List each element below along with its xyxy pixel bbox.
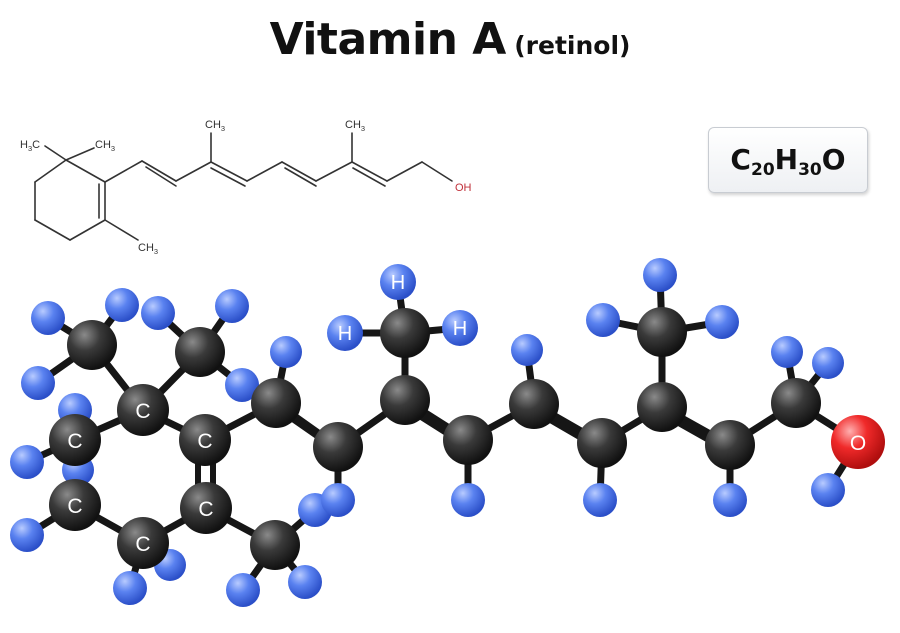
skeletal-ch3-label: CH3 bbox=[138, 242, 158, 256]
molecular-formula-box: C20H30O bbox=[708, 127, 868, 193]
labeled-hydrogen-atoms: H H H bbox=[327, 264, 478, 351]
carbon-atom bbox=[179, 414, 231, 466]
hydrogen-atom bbox=[105, 288, 139, 322]
skeletal-ch3-label: CH3 bbox=[345, 119, 365, 133]
hydrogen-atom bbox=[21, 366, 55, 400]
skeletal-h3c-label: H3C bbox=[20, 139, 40, 153]
hydrogen-atom bbox=[215, 289, 249, 323]
formula-c-count: 20 bbox=[750, 160, 775, 180]
carbon-atom bbox=[509, 379, 559, 429]
hydrogen-atom bbox=[643, 258, 677, 292]
carbon-atom bbox=[313, 422, 363, 472]
title-main: Vitamin A bbox=[269, 14, 507, 65]
carbon-label: C bbox=[67, 495, 82, 518]
carbon-atom bbox=[577, 418, 627, 468]
hydrogen-atom bbox=[586, 303, 620, 337]
carbon-atom bbox=[49, 414, 101, 466]
formula-o: O bbox=[821, 143, 846, 176]
carbon-atom bbox=[637, 307, 687, 357]
skeletal-ch3-label: CH3 bbox=[95, 139, 115, 153]
hydrogen-atom bbox=[511, 334, 543, 366]
hydrogen-atom bbox=[380, 264, 416, 300]
hydrogen-atoms bbox=[10, 258, 845, 607]
hydrogen-atom bbox=[811, 473, 845, 507]
carbon-label: C bbox=[198, 498, 213, 521]
carbon-label: C bbox=[135, 533, 150, 556]
carbon-label: C bbox=[135, 400, 150, 423]
carbon-atom bbox=[380, 375, 430, 425]
hydrogen-atom bbox=[225, 368, 259, 402]
formula-h: H bbox=[774, 143, 799, 176]
skeletal-oh-label: OH bbox=[455, 182, 472, 194]
carbon-label: C bbox=[197, 430, 212, 453]
formula-c: C bbox=[730, 143, 751, 176]
hydrogen-atom bbox=[705, 305, 739, 339]
carbon-atom bbox=[180, 482, 232, 534]
page-title: Vitamin A (retinol) bbox=[0, 14, 900, 65]
carbon-atom bbox=[380, 308, 430, 358]
carbon-atom bbox=[251, 378, 301, 428]
hydrogen-atom bbox=[270, 336, 302, 368]
oxygen-atoms: O bbox=[831, 415, 885, 469]
hydrogen-atom bbox=[812, 347, 844, 379]
hydrogen-atom bbox=[771, 336, 803, 368]
hydrogen-atom bbox=[583, 483, 617, 517]
hydrogen-atom bbox=[327, 315, 363, 351]
carbon-atom bbox=[175, 327, 225, 377]
carbon-atom bbox=[443, 415, 493, 465]
carbon-atom bbox=[117, 384, 169, 436]
molecular-formula: C20H30O bbox=[730, 143, 846, 180]
hydrogen-atom bbox=[226, 573, 260, 607]
oxygen-label: O bbox=[850, 432, 866, 455]
carbon-atoms: C C C C C C bbox=[49, 307, 821, 570]
skeletal-ch3-label: CH3 bbox=[205, 119, 225, 133]
hydrogen-atom bbox=[442, 310, 478, 346]
formula-h-count: 30 bbox=[798, 160, 822, 180]
carbon-atom bbox=[771, 378, 821, 428]
hydrogen-atom bbox=[141, 296, 175, 330]
hydrogen-atom bbox=[288, 565, 322, 599]
carbon-atom bbox=[250, 520, 300, 570]
carbon-atom bbox=[117, 517, 169, 569]
hydrogen-atom bbox=[31, 301, 65, 335]
carbon-atom bbox=[637, 382, 687, 432]
title-subtitle: (retinol) bbox=[514, 31, 631, 60]
hydrogen-atom bbox=[713, 483, 747, 517]
carbon-atom bbox=[705, 420, 755, 470]
hydrogen-atom bbox=[10, 445, 44, 479]
oxygen-atom bbox=[831, 415, 885, 469]
carbon-atom bbox=[67, 320, 117, 370]
hydrogen-label: H bbox=[391, 272, 405, 294]
hydrogen-label: H bbox=[338, 323, 352, 345]
hydrogen-label: H bbox=[453, 318, 467, 340]
hydrogen-atom bbox=[10, 518, 44, 552]
hydrogen-atom bbox=[113, 571, 147, 605]
hydrogen-atom bbox=[451, 483, 485, 517]
hydrogen-atom bbox=[321, 483, 355, 517]
carbon-label: C bbox=[67, 430, 82, 453]
carbon-atom bbox=[49, 479, 101, 531]
